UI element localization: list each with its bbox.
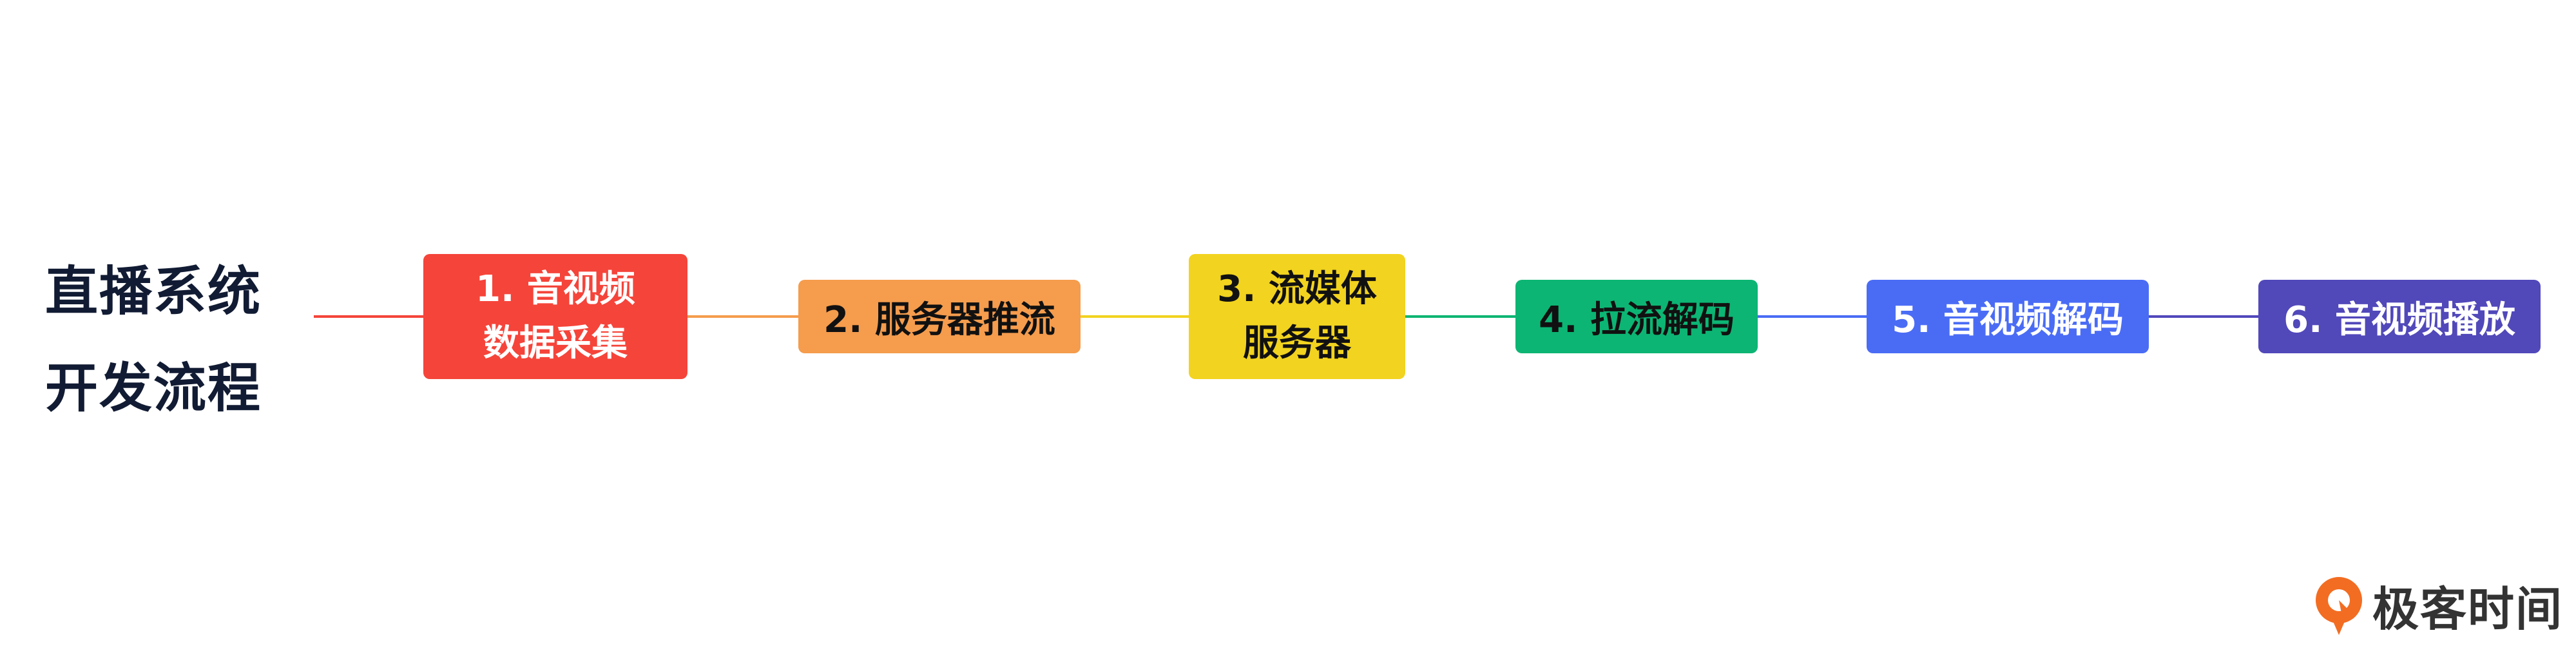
step-node-2-label: 2. 服务器推流 <box>823 298 1055 341</box>
step-node-6-label: 6. 音视频播放 <box>2283 298 2515 341</box>
step-node-1-line-1: 1. 音视频 <box>476 268 635 310</box>
step-node-4: 4. 拉流解码 <box>1515 280 1758 353</box>
step-node-2: 2. 服务器推流 <box>798 280 1081 353</box>
diagram-title-line-1: 直播系统 <box>45 261 262 322</box>
step-node-3-line-1: 3. 流媒体 <box>1217 268 1377 310</box>
step-node-5-label: 5. 音视频解码 <box>1892 298 2124 341</box>
step-node-1-line-2: 数据采集 <box>483 322 628 364</box>
step-node-5: 5. 音视频解码 <box>1867 280 2149 353</box>
step-node-6: 6. 音视频播放 <box>2258 280 2541 353</box>
step-node-1: 1. 音视频 数据采集 <box>423 254 687 379</box>
step-node-4-label: 4. 拉流解码 <box>1539 298 1735 341</box>
geektime-logo-icon <box>2316 576 2362 635</box>
step-node-3-line-2: 服务器 <box>1243 322 1351 364</box>
diagram-title: 直播系统 开发流程 <box>45 244 277 437</box>
diagram-title-line-2: 开发流程 <box>45 358 262 419</box>
geektime-logo-text: 极客时间 <box>2372 582 2564 636</box>
geektime-logo: 极客时间 <box>2312 571 2563 639</box>
step-node-3: 3. 流媒体 服务器 <box>1189 254 1405 379</box>
